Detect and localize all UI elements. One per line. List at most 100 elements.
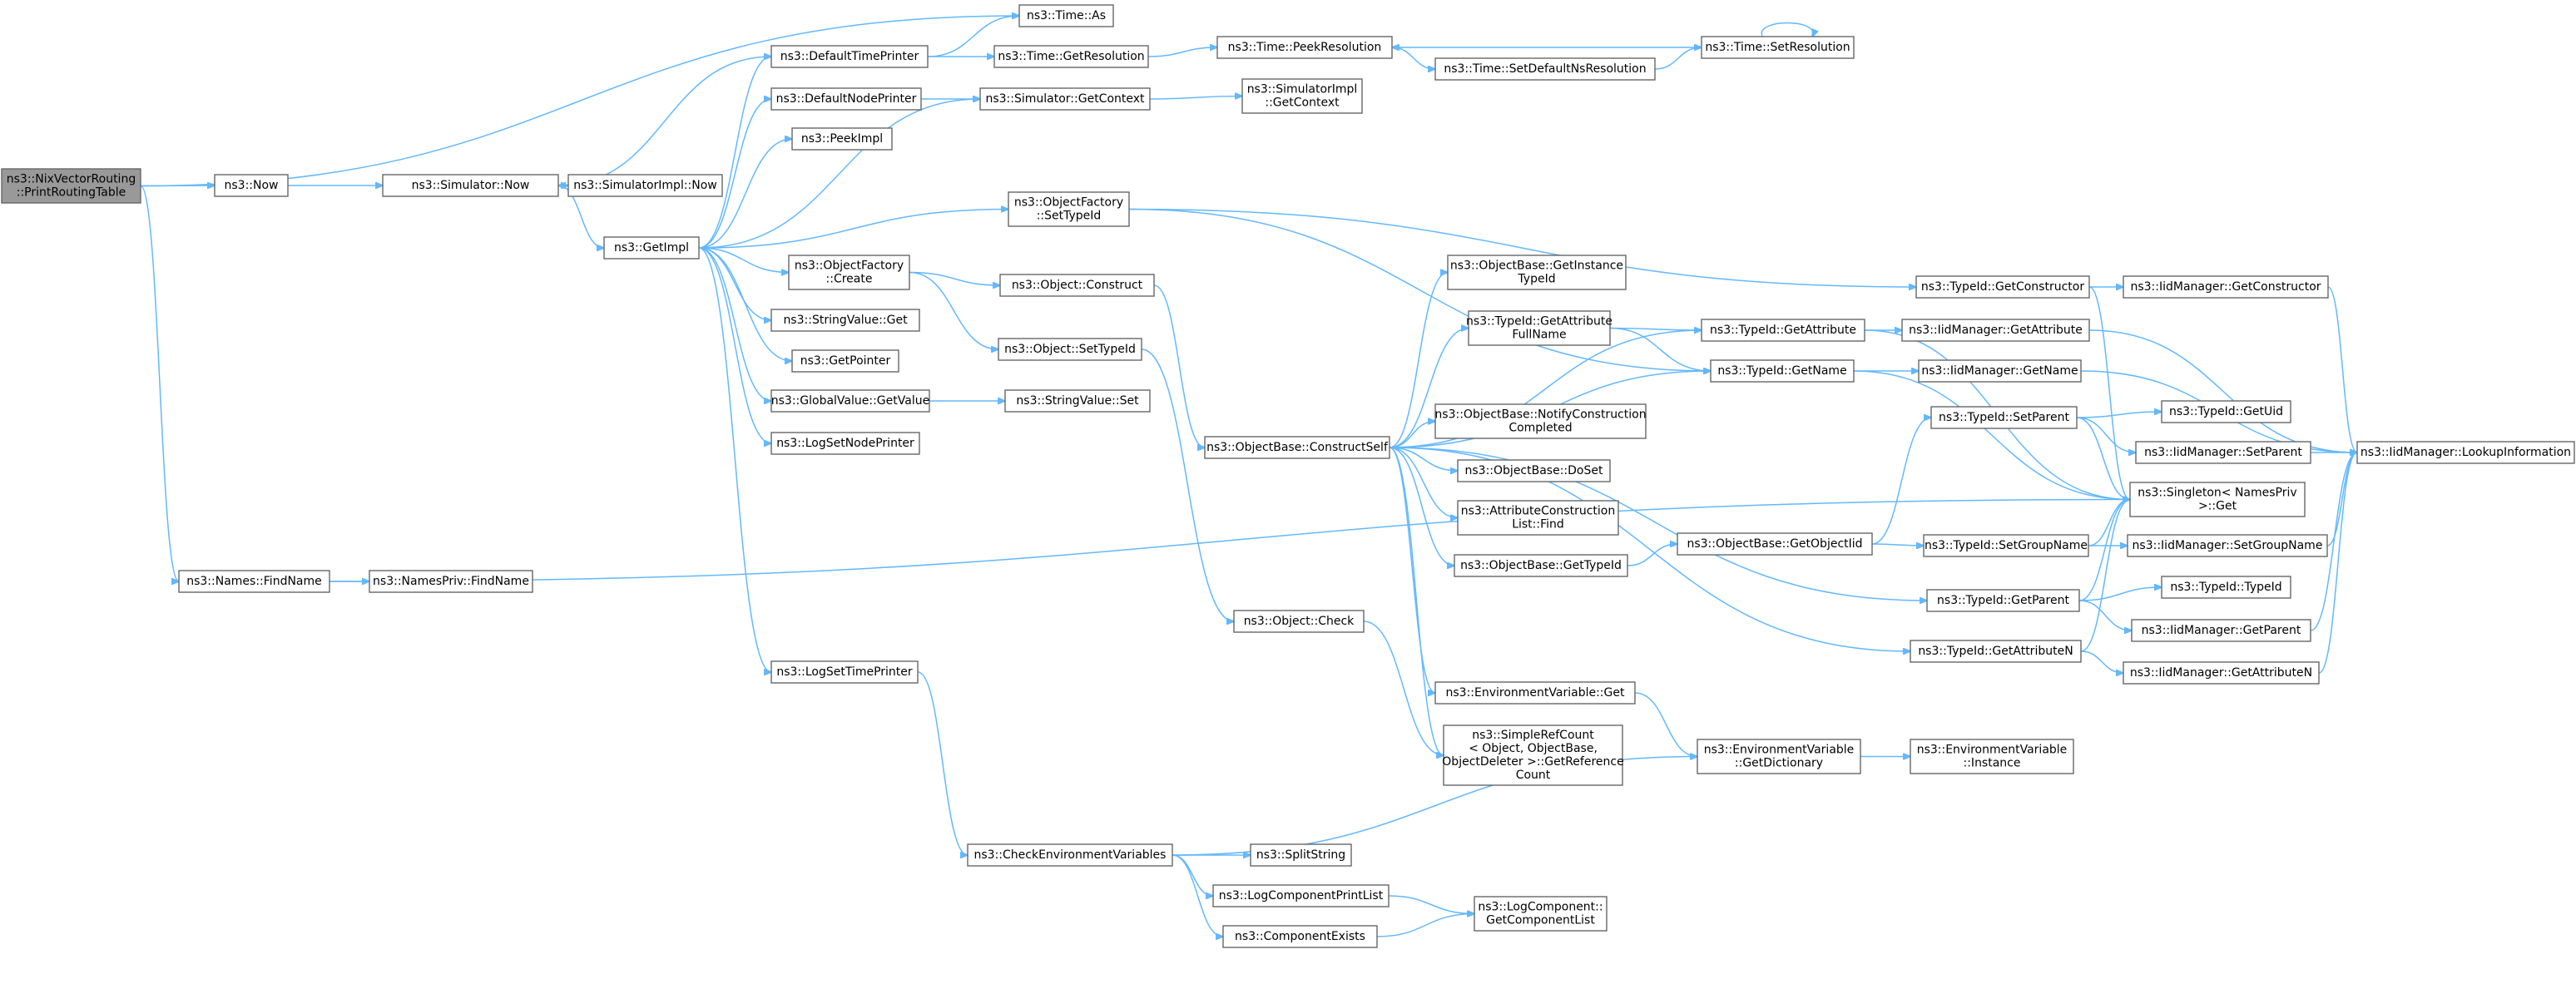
node-iidgetattrn[interactable]: ns3::IidManager::GetAttributeN bbox=[2123, 661, 2320, 685]
node-getpointer-box bbox=[791, 349, 899, 373]
node-namesprivfind[interactable]: ns3::NamesPriv::FindName bbox=[369, 570, 533, 593]
node-tidgetuid[interactable]: ns3::TypeId::GetUid bbox=[2161, 400, 2291, 423]
edge-tidgetattrn-to-iidgetattrn bbox=[2080, 650, 2123, 673]
node-acl-box bbox=[1457, 500, 1619, 536]
node-objconstruct[interactable]: ns3::Object::Construct bbox=[999, 274, 1155, 297]
node-peekimpl[interactable]: ns3::PeekImpl bbox=[791, 127, 893, 151]
node-iidsetparent[interactable]: ns3::IidManager::SetParent bbox=[2135, 441, 2311, 464]
node-iidgetctor[interactable]: ns3::IidManager::GetConstructor bbox=[2123, 275, 2329, 299]
edge-envget-to-envdict bbox=[1634, 692, 1697, 757]
node-getres[interactable]: ns3::Time::GetResolution bbox=[993, 45, 1149, 68]
edge-getimpl-to-ofcreate bbox=[698, 247, 789, 273]
node-simimplctx[interactable]: ns3::SimulatorImpl::GetContext bbox=[1241, 78, 1363, 114]
node-obnotify[interactable]: ns3::ObjectBase::NotifyConstructionCompl… bbox=[1434, 403, 1647, 439]
node-logcompget-label-1: GetComponentList bbox=[1486, 914, 1595, 927]
node-simplerefcount[interactable]: ns3::SimpleRefCount< Object, ObjectBase,… bbox=[1442, 724, 1624, 786]
node-iidsetgroup[interactable]: ns3::IidManager::SetGroupName bbox=[2127, 534, 2328, 557]
node-root-label-1: ::PrintRoutingTable bbox=[17, 186, 126, 200]
node-simimplnow[interactable]: ns3::SimulatorImpl::Now bbox=[567, 174, 723, 197]
node-tidgetparent[interactable]: ns3::TypeId::GetParent bbox=[1926, 589, 2080, 612]
node-now[interactable]: ns3::Now bbox=[214, 174, 289, 197]
node-simnow[interactable]: ns3::Simulator::Now bbox=[382, 174, 559, 197]
node-obgetinst-label-1: TypeId bbox=[1517, 273, 1555, 286]
node-strvalset[interactable]: ns3::StringValue::Set bbox=[1004, 389, 1151, 413]
node-simctx[interactable]: ns3::Simulator::GetContext bbox=[979, 87, 1151, 111]
node-setdefns[interactable]: ns3::Time::SetDefaultNsResolution bbox=[1434, 57, 1656, 81]
node-logcompget[interactable]: ns3::LogComponent::GetComponentList bbox=[1474, 896, 1608, 932]
node-tidgetattrfull-box bbox=[1468, 310, 1611, 346]
edge-ofcreate-to-objconstruct bbox=[909, 271, 1000, 286]
node-singleton-label-0: ns3::Singleton< NamesPriv bbox=[2138, 487, 2296, 500]
node-iidgetattr[interactable]: ns3::IidManager::GetAttribute bbox=[1901, 319, 2090, 342]
node-tidsetparent[interactable]: ns3::TypeId::SetParent bbox=[1930, 406, 2078, 429]
node-defnode-label-0: ns3::DefaultNodePrinter bbox=[776, 92, 917, 106]
node-defnode-box bbox=[770, 87, 922, 111]
node-logcompprint[interactable]: ns3::LogComponentPrintList bbox=[1212, 884, 1390, 907]
node-tidgetname[interactable]: ns3::TypeId::GetName bbox=[1710, 359, 1855, 383]
node-tidgetctor[interactable]: ns3::TypeId::GetConstructor bbox=[1915, 275, 2090, 299]
node-tidgetname-label-0: ns3::TypeId::GetName bbox=[1717, 364, 1846, 378]
node-timeas-label-0: ns3::Time::As bbox=[1027, 9, 1106, 22]
node-singleton[interactable]: ns3::Singleton< NamesPriv>::Get bbox=[2129, 482, 2306, 517]
node-ofsettid[interactable]: ns3::ObjectFactory::SetTypeId bbox=[1008, 191, 1130, 227]
node-namesprivfind-label-0: ns3::NamesPriv::FindName bbox=[373, 575, 529, 588]
node-tidgetattr-label-0: ns3::TypeId::GetAttribute bbox=[1710, 324, 1856, 337]
node-tidsetgroup[interactable]: ns3::TypeId::SetGroupName bbox=[1923, 534, 2089, 557]
node-iidgetname[interactable]: ns3::IidManager::GetName bbox=[1918, 359, 2082, 383]
node-iidgetparent-box bbox=[2131, 619, 2311, 642]
node-iidgetattrn-label-0: ns3::IidManager::GetAttributeN bbox=[2130, 666, 2312, 680]
node-defnode[interactable]: ns3::DefaultNodePrinter bbox=[770, 87, 922, 111]
edge-root-to-timeas bbox=[140, 16, 1019, 187]
node-timeas[interactable]: ns3::Time::As bbox=[1018, 4, 1114, 27]
node-obgetobjtid[interactable]: ns3::ObjectBase::GetObjectIid bbox=[1677, 532, 1873, 556]
node-simimplctx-label-1: ::GetContext bbox=[1265, 96, 1340, 110]
node-obconstructself[interactable]: ns3::ObjectBase::ConstructSelf bbox=[1204, 436, 1390, 459]
node-logsetnode[interactable]: ns3::LogSetNodePrinter bbox=[770, 432, 920, 455]
node-checkenv[interactable]: ns3::CheckEnvironmentVariables bbox=[967, 843, 1173, 867]
node-setres[interactable]: ns3::Time::SetResolution bbox=[1701, 36, 1855, 59]
edge-getimpl-to-getpointer bbox=[698, 247, 792, 361]
node-envdict[interactable]: ns3::EnvironmentVariable::GetDictionary bbox=[1697, 739, 1861, 774]
node-iidlookup[interactable]: ns3::IidManager::LookupInformation bbox=[2356, 441, 2575, 464]
node-splitstring[interactable]: ns3::SplitString bbox=[1250, 843, 1352, 867]
node-tidgetattrn[interactable]: ns3::TypeId::GetAttributeN bbox=[1910, 640, 2082, 663]
edge-objconstruct-to-obconstructself bbox=[1153, 284, 1205, 447]
node-iidlookup-label-0: ns3::IidManager::LookupInformation bbox=[2361, 446, 2571, 459]
node-envinst[interactable]: ns3::EnvironmentVariable::Instance bbox=[1910, 739, 2074, 774]
node-tidgetctor-label-0: ns3::TypeId::GetConstructor bbox=[1921, 280, 2084, 294]
node-tidtypeid[interactable]: ns3::TypeId::TypeId bbox=[2161, 576, 2291, 599]
node-ofcreate[interactable]: ns3::ObjectFactory::Create bbox=[788, 255, 910, 290]
node-compexists[interactable]: ns3::ComponentExists bbox=[1222, 925, 1378, 948]
node-namesprivfind-box bbox=[369, 570, 533, 593]
edge-getimpl-to-logsetnode bbox=[698, 247, 771, 443]
node-obdoset-label-0: ns3::ObjectBase::DoSet bbox=[1465, 464, 1603, 477]
node-namesfind[interactable]: ns3::Names::FindName bbox=[178, 570, 330, 593]
node-getpointer[interactable]: ns3::GetPointer bbox=[791, 349, 899, 373]
edge-getimpl-to-defnode bbox=[698, 99, 771, 249]
node-obgettid[interactable]: ns3::ObjectBase::GetTypeId bbox=[1454, 554, 1628, 577]
node-gvget[interactable]: ns3::GlobalValue::GetValue bbox=[770, 389, 930, 413]
node-objsettid[interactable]: ns3::Object::SetTypeId bbox=[998, 338, 1142, 361]
node-getimpl[interactable]: ns3::GetImpl bbox=[603, 236, 700, 260]
node-tidgetattr[interactable]: ns3::TypeId::GetAttribute bbox=[1701, 319, 1865, 342]
node-envget-box bbox=[1434, 681, 1636, 705]
node-objcheck[interactable]: ns3::Object::Check bbox=[1233, 610, 1365, 633]
edge-obconstructself-to-obgettid bbox=[1389, 447, 1454, 566]
node-iidgetparent[interactable]: ns3::IidManager::GetParent bbox=[2131, 619, 2311, 642]
node-strvalset-label-0: ns3::StringValue::Set bbox=[1016, 394, 1139, 408]
node-obconstructself-label-0: ns3::ObjectBase::ConstructSelf bbox=[1206, 441, 1389, 454]
node-deftime[interactable]: ns3::DefaultTimePrinter bbox=[770, 45, 929, 68]
node-obdoset[interactable]: ns3::ObjectBase::DoSet bbox=[1457, 459, 1611, 482]
node-peekres[interactable]: ns3::Time::PeekResolution bbox=[1216, 36, 1393, 59]
node-envget[interactable]: ns3::EnvironmentVariable::Get bbox=[1434, 681, 1636, 705]
node-simplerefcount-box bbox=[1443, 724, 1623, 786]
node-strvalget-label-0: ns3::StringValue::Get bbox=[783, 314, 908, 327]
node-timeas-box bbox=[1018, 4, 1114, 27]
node-strvalget[interactable]: ns3::StringValue::Get bbox=[770, 309, 920, 332]
node-logsettime[interactable]: ns3::LogSetTimePrinter bbox=[770, 660, 919, 684]
node-root[interactable]: ns3::NixVectorRouting::PrintRoutingTable bbox=[1, 168, 141, 204]
edge-namesfind-to-singleton bbox=[329, 500, 2130, 582]
